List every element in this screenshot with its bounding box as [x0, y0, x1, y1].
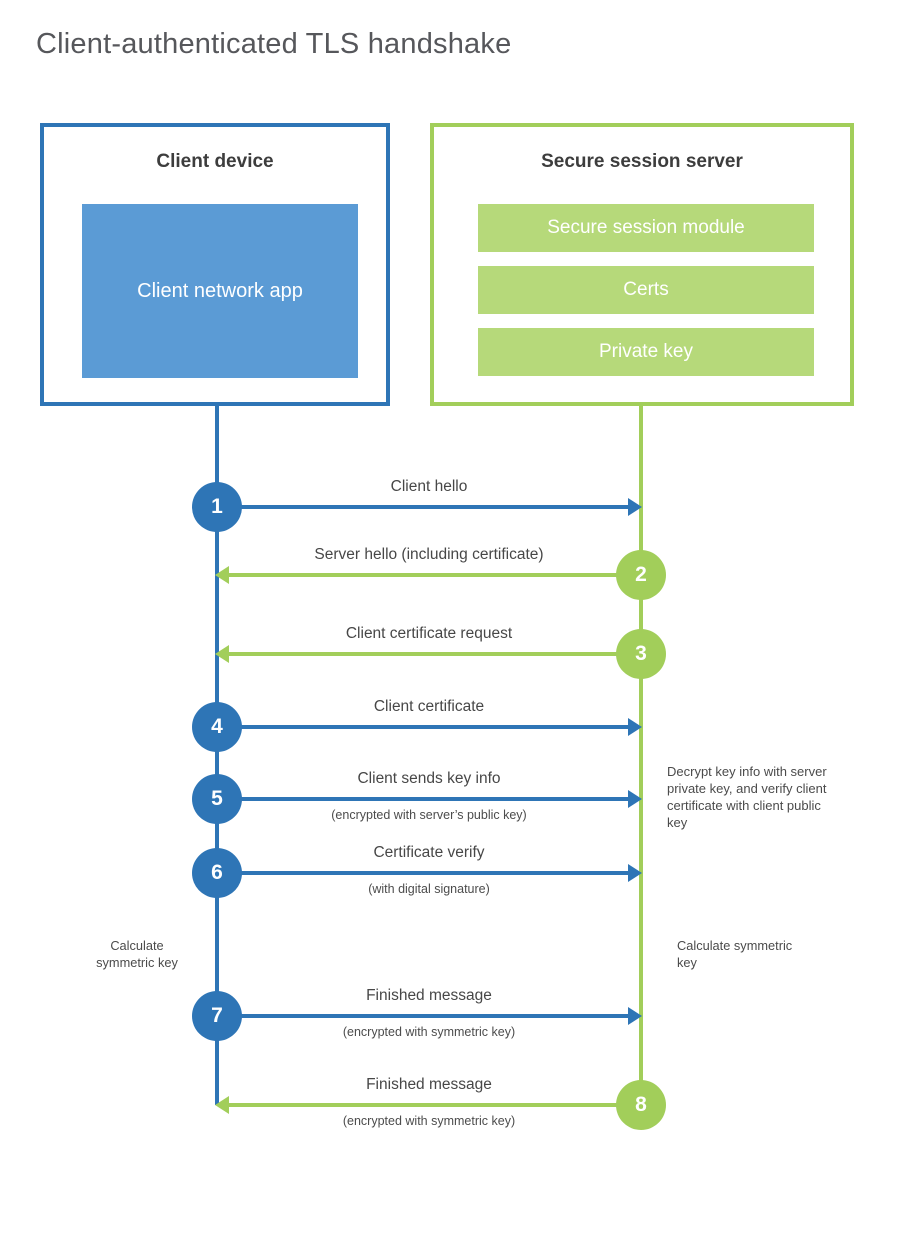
decrypt-key-info-note: Decrypt key info with server private key…	[667, 764, 827, 831]
client-device-box: Client device Client network app	[40, 123, 390, 406]
arrow-right-icon	[628, 790, 642, 808]
server-module-private-key: Private key	[478, 328, 814, 376]
step-2-label: Server hello (including certificate)	[314, 546, 544, 563]
server-module-certs: Certs	[478, 266, 814, 314]
step-7-badge: 7	[192, 991, 242, 1041]
client-device-title: Client device	[156, 151, 274, 172]
step-3-badge: 3	[616, 629, 666, 679]
step-6-badge: 6	[192, 848, 242, 898]
client-network-app-box: Client network app	[82, 204, 358, 378]
arrow-line	[217, 1014, 629, 1018]
arrow-left-icon	[215, 645, 229, 663]
server-lifeline	[639, 406, 643, 1105]
step-1-badge: 1	[192, 482, 242, 532]
calculate-symmetric-key-note-server: Calculate symmetric key	[677, 938, 793, 971]
arrow-line	[229, 652, 641, 656]
server-module-secure-session-module: Secure session module	[478, 204, 814, 252]
arrow-line	[217, 725, 629, 729]
arrow-line	[229, 1103, 641, 1107]
arrow-left-icon	[215, 566, 229, 584]
step-2-badge: 2	[616, 550, 666, 600]
arrow-line	[229, 573, 641, 577]
arrow-right-icon	[628, 498, 642, 516]
arrow-line	[217, 505, 629, 509]
arrow-line	[217, 797, 629, 801]
page-title: Client-authenticated TLS handshake	[36, 28, 512, 60]
secure-session-server-title: Secure session server	[541, 151, 743, 172]
arrow-right-icon	[628, 864, 642, 882]
step-5-label: Client sends key info	[357, 770, 501, 787]
step-8-sublabel: (encrypted with symmetric key)	[342, 1114, 516, 1128]
step-4-badge: 4	[192, 702, 242, 752]
step-8-badge: 8	[616, 1080, 666, 1130]
step-7-label: Finished message	[366, 987, 492, 1004]
arrow-left-icon	[215, 1096, 229, 1114]
arrow-right-icon	[628, 718, 642, 736]
arrow-right-icon	[628, 1007, 642, 1025]
step-6-label: Certificate verify	[373, 844, 485, 861]
arrow-line	[217, 871, 629, 875]
step-8-label: Finished message	[366, 1076, 492, 1093]
step-5-badge: 5	[192, 774, 242, 824]
calculate-symmetric-key-note-client: Calculate symmetric key	[96, 938, 178, 971]
secure-session-server-box: Secure session server Secure session mod…	[430, 123, 854, 406]
step-4-label: Client certificate	[373, 698, 485, 715]
client-lifeline	[215, 406, 219, 1105]
step-5-sublabel: (encrypted with server’s public key)	[331, 808, 527, 822]
step-3-label: Client certificate request	[345, 625, 513, 642]
step-1-label: Client hello	[390, 478, 468, 495]
step-7-sublabel: (encrypted with symmetric key)	[342, 1025, 516, 1039]
step-6-sublabel: (with digital signature)	[368, 882, 490, 896]
